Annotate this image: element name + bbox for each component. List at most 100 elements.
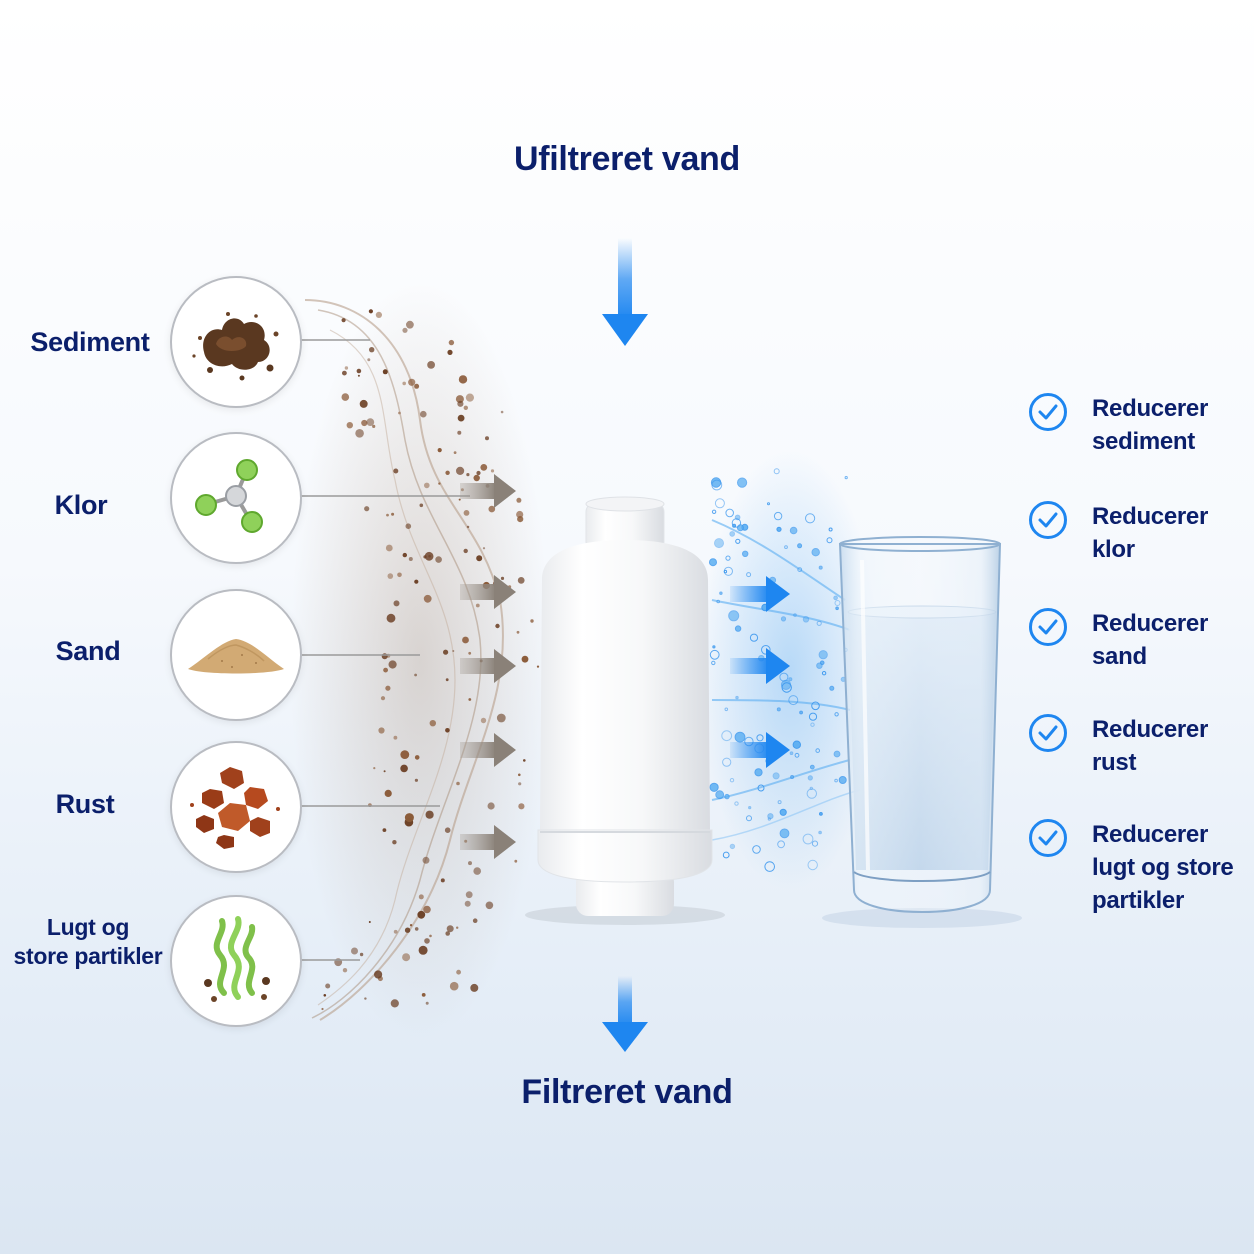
brown-particle xyxy=(458,498,461,501)
brown-particle xyxy=(393,735,398,740)
brown-particle xyxy=(357,374,360,377)
contaminant-label-klor: Klor xyxy=(54,490,108,520)
water-bubble xyxy=(772,772,780,780)
connector-lines xyxy=(300,339,470,961)
water-bubble xyxy=(781,682,792,693)
brown-particle xyxy=(397,572,402,578)
brown-particle xyxy=(359,952,364,957)
water-bubble xyxy=(790,775,795,779)
brown-particle xyxy=(445,931,451,936)
brown-particle xyxy=(366,418,375,426)
contaminant-label-odor: Lugt og store partikler xyxy=(13,914,163,969)
water-bubble xyxy=(818,565,823,570)
brown-particle xyxy=(437,448,442,453)
input-arrow-5 xyxy=(460,825,516,859)
brown-particle xyxy=(448,339,455,346)
water-bubble xyxy=(779,672,789,682)
water-bubble xyxy=(729,843,736,850)
brown-particle xyxy=(381,653,388,660)
contaminant-label-sand: Sand xyxy=(55,636,121,666)
check-circle-icon xyxy=(1029,819,1067,857)
brown-particle xyxy=(446,925,454,933)
water-bubble xyxy=(810,722,815,727)
water-bubble xyxy=(724,707,729,712)
brown-particle xyxy=(457,414,465,422)
water-bubble xyxy=(788,695,799,706)
brown-particle xyxy=(402,953,411,962)
water-bubble xyxy=(789,751,794,756)
brown-particle xyxy=(341,318,346,323)
brown-particle xyxy=(424,938,430,944)
brown-particle xyxy=(374,970,383,979)
brown-particle xyxy=(417,910,426,919)
brown-particle xyxy=(444,827,451,833)
brown-particle xyxy=(465,891,473,899)
brown-particle xyxy=(488,505,496,513)
water-bubble xyxy=(724,793,730,800)
water-bubble xyxy=(709,649,720,660)
water-bubble xyxy=(737,477,748,488)
water-bubble xyxy=(711,509,717,514)
brown-particle xyxy=(482,547,486,550)
brown-particle xyxy=(468,861,472,866)
brown-particle xyxy=(466,525,470,529)
brown-particle xyxy=(500,410,504,414)
water-bubble xyxy=(811,840,819,847)
water-bubble xyxy=(734,731,746,743)
output-arrows xyxy=(730,576,790,768)
input-arrow-3 xyxy=(460,649,516,683)
brown-particle xyxy=(468,698,472,701)
water-bubble xyxy=(711,479,723,491)
brown-particle xyxy=(388,660,397,669)
brown-particle xyxy=(457,430,462,435)
water-bubble xyxy=(714,498,725,509)
water-bubble xyxy=(834,778,838,783)
brown-particle xyxy=(464,900,471,907)
brown-particle xyxy=(496,713,506,723)
brown-particle xyxy=(427,361,435,369)
output-arrow-3 xyxy=(730,732,790,768)
water-bubble xyxy=(714,538,724,549)
brown-particle xyxy=(414,383,420,389)
water-bubble xyxy=(821,671,827,676)
water-bubble xyxy=(715,790,725,800)
brown-particle xyxy=(344,366,349,370)
brown-particle xyxy=(485,901,494,910)
contaminant-circle-rust xyxy=(170,741,302,873)
water-bubble xyxy=(716,599,721,604)
brown-particle xyxy=(414,579,419,584)
brown-particle xyxy=(457,400,464,407)
brown-particle xyxy=(476,470,481,476)
water-bubble xyxy=(734,625,742,632)
brown-particle xyxy=(463,510,470,516)
water-bubble xyxy=(742,550,749,557)
water-bubble xyxy=(746,572,752,578)
brown-particle xyxy=(400,764,408,773)
brown-particle xyxy=(368,309,373,314)
downward-arrow-top xyxy=(602,238,648,346)
brown-particle xyxy=(393,600,400,607)
brown-particle xyxy=(445,678,449,682)
water-bubble xyxy=(734,801,739,806)
water-bubble xyxy=(805,513,816,524)
brown-particle xyxy=(418,945,428,955)
brown-particle xyxy=(438,482,441,485)
brown-particle xyxy=(409,924,413,927)
brown-particle xyxy=(473,867,482,875)
brown-particle xyxy=(385,685,391,691)
brown-particle xyxy=(465,393,474,402)
brown-particle xyxy=(341,393,350,401)
water-bubble xyxy=(725,555,731,561)
brown-particle xyxy=(361,419,368,427)
water-bubble xyxy=(735,538,741,544)
brown-particle xyxy=(429,720,436,727)
brown-particle xyxy=(408,378,416,386)
brown-particle xyxy=(475,603,480,608)
brown-particle xyxy=(476,555,483,562)
water-bubble xyxy=(818,830,822,835)
water-bubble xyxy=(709,782,719,792)
brown-particle xyxy=(425,1001,429,1005)
brown-particle xyxy=(449,981,459,991)
brown-particle xyxy=(523,759,526,762)
brown-particle xyxy=(342,370,347,376)
